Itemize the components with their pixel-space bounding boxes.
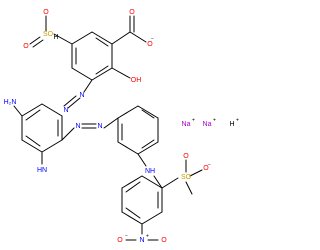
bond-double xyxy=(25,109,41,121)
azo-nitrogen-3: N xyxy=(75,123,80,130)
bond-double xyxy=(125,207,141,219)
counterions: Na + Na + H + − − − + xyxy=(125,36,239,239)
hydroxyl-label: OH xyxy=(131,77,142,84)
azo-nitrogen-1: N xyxy=(79,92,84,99)
amine-bridge: NH xyxy=(145,168,155,175)
hydrogen-ion: H xyxy=(229,121,234,128)
bond xyxy=(137,141,159,155)
bond-double xyxy=(95,65,109,75)
bond-double xyxy=(25,135,41,147)
azo-nitrogen-2: N xyxy=(63,107,68,114)
carboxylate-oxygen-a: O xyxy=(129,9,135,16)
bond xyxy=(137,105,159,119)
bond xyxy=(83,79,93,93)
bond xyxy=(111,67,131,79)
bond xyxy=(153,175,163,189)
nitro-nitrogen-charge: + xyxy=(146,233,149,239)
bond-double xyxy=(141,109,155,119)
sodium-charge-1: + xyxy=(192,117,195,123)
bonds xyxy=(13,15,203,241)
sulfonate-oxygen-a: O xyxy=(183,153,189,160)
carboxylate-oxygen-b: O xyxy=(147,41,153,48)
bond xyxy=(91,67,113,81)
bond xyxy=(141,175,163,189)
bond xyxy=(141,211,163,225)
sulfonyl-oxygen-b: O xyxy=(23,43,29,50)
bond xyxy=(189,169,203,177)
bond xyxy=(21,103,43,117)
bond xyxy=(121,211,143,225)
bond-double xyxy=(67,97,81,109)
sulfonate-charge: − xyxy=(208,162,211,168)
bond xyxy=(61,127,75,141)
azo-nitrogen-4: N xyxy=(97,123,102,130)
sodium-ion-1: Na xyxy=(182,121,191,128)
bond xyxy=(71,31,93,45)
chemical-structure: SO H O O O O OH N N N N H₂N HN NH SO O O… xyxy=(4,9,239,244)
bond xyxy=(63,95,77,107)
bond xyxy=(21,139,43,153)
bond-double xyxy=(185,181,193,195)
carboxylate-charge: − xyxy=(151,36,154,42)
bond xyxy=(41,139,63,153)
amine-left-top: H₂N xyxy=(4,99,17,106)
bond xyxy=(91,31,113,45)
sulfonyl-oxygen-a: O xyxy=(43,9,49,16)
bond xyxy=(111,31,131,45)
bond xyxy=(103,117,119,129)
nitro-oxygen-charge: − xyxy=(125,233,128,239)
bond xyxy=(117,105,139,119)
bond xyxy=(121,175,143,189)
sulfonyl-h: H xyxy=(53,34,58,41)
bond xyxy=(53,33,73,45)
sodium-ion-2: Na xyxy=(203,121,212,128)
bond xyxy=(117,141,139,155)
bond-double xyxy=(32,39,44,48)
nitro-oxygen-a: O xyxy=(117,237,123,244)
bond xyxy=(41,103,63,117)
bond-double xyxy=(95,37,109,47)
bond xyxy=(71,67,93,81)
hydrogen-charge: + xyxy=(236,117,239,123)
bond-double xyxy=(141,139,155,149)
bond-double xyxy=(125,181,141,193)
sodium-charge-2: + xyxy=(213,117,216,123)
bond xyxy=(161,177,179,189)
bond xyxy=(13,105,23,117)
nitro-oxygen-b: O xyxy=(161,237,167,244)
bond xyxy=(29,36,41,45)
nitro-nitrogen: N xyxy=(139,237,144,244)
sulfonate-label: SO xyxy=(181,174,192,181)
bond xyxy=(137,153,147,167)
atom-labels: SO H O O O O OH N N N N H₂N HN NH SO O O… xyxy=(4,9,210,244)
sulfonate-oxygen-b: O xyxy=(203,165,209,172)
amine-left-bottom: HN xyxy=(37,167,47,174)
bond xyxy=(129,31,147,43)
sulfonyl-label: SO xyxy=(43,31,54,38)
